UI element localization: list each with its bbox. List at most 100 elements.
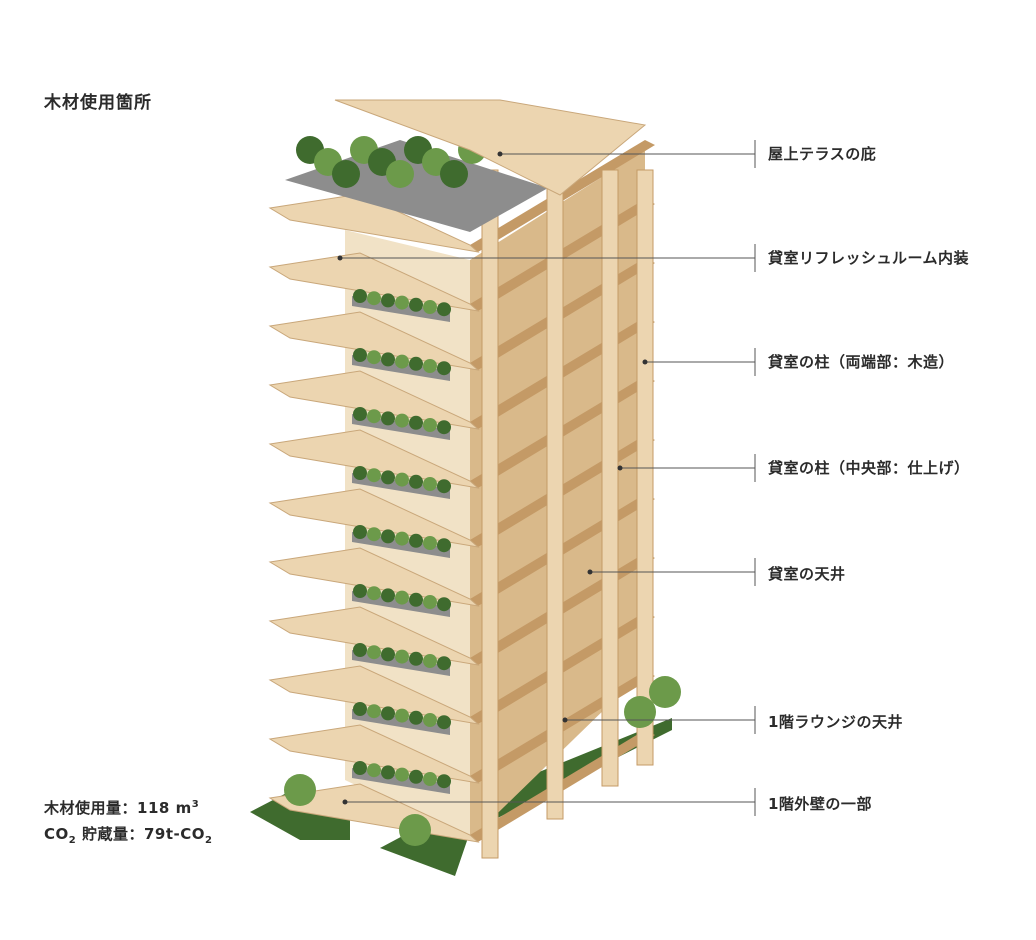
- planter-shrub: [381, 588, 395, 603]
- rooftop-tree: [440, 160, 468, 188]
- planter-shrub: [437, 361, 451, 376]
- planter-shrub: [437, 656, 451, 671]
- planter-shrub: [367, 704, 381, 719]
- balcony-slab: [268, 547, 480, 607]
- planter-shrub: [395, 354, 409, 369]
- planter-shrub: [353, 348, 367, 362]
- planter-shrub: [353, 466, 367, 480]
- rooftop-eaves: [334, 99, 647, 196]
- planter-shrub: [353, 761, 367, 775]
- planter-shrub: [367, 763, 381, 778]
- planter-shrub: [381, 411, 395, 426]
- timber-column: [601, 169, 619, 787]
- planter-shrub: [409, 356, 423, 371]
- wood-volume-line: 木材使用量：118 m3: [44, 799, 200, 817]
- leader-dot: [497, 151, 503, 157]
- planter-shrub: [423, 772, 437, 786]
- balcony-slab: [268, 488, 480, 548]
- planter-shrub: [367, 409, 381, 424]
- planter-shrub: [367, 468, 381, 483]
- planter-shrub: [409, 769, 423, 784]
- planter-shrub: [395, 649, 409, 664]
- planter-shrub: [395, 413, 409, 428]
- leader-dot: [337, 255, 343, 261]
- planter-shrub: [395, 295, 409, 310]
- balcony-slab: [268, 252, 480, 312]
- planter-shrub: [381, 647, 395, 662]
- planter-shrub: [353, 702, 367, 716]
- planter-shrub: [437, 774, 451, 789]
- planter-shrub: [353, 289, 367, 303]
- diagram-title: 木材使用箇所: [44, 93, 152, 113]
- planter-shrub: [437, 538, 451, 553]
- balcony-slab: [268, 370, 480, 430]
- label-refresh-room-interior: 貸室リフレッシュルーム内装: [768, 249, 970, 267]
- planter-shrub: [423, 359, 437, 373]
- planter-shrub: [437, 479, 451, 494]
- ground-tree: [399, 814, 431, 846]
- planter-shrub: [437, 420, 451, 435]
- label-lounge-ceiling: 1階ラウンジの天井: [768, 713, 903, 731]
- planter-shrub: [437, 597, 451, 612]
- planter-shrub: [353, 584, 367, 598]
- planter-shrub: [423, 418, 437, 432]
- ground-tree: [284, 774, 316, 806]
- planter-shrub: [353, 643, 367, 657]
- planter-shrub: [353, 525, 367, 539]
- planter-shrub: [409, 415, 423, 430]
- balcony-slab: [268, 665, 480, 725]
- planter-shrub: [423, 654, 437, 668]
- rooftop-tree: [332, 160, 360, 188]
- balcony-slab: [268, 429, 480, 489]
- ground-tree: [649, 676, 681, 708]
- planter-shrub: [409, 297, 423, 312]
- planter-shrub: [367, 586, 381, 601]
- planter-shrub: [367, 350, 381, 365]
- leader-dot: [562, 717, 568, 723]
- planter-shrub: [409, 533, 423, 548]
- planter-shrub: [381, 352, 395, 367]
- planter-shrub: [381, 293, 395, 308]
- label-exterior-wall: 1階外壁の一部: [768, 795, 872, 813]
- wood-stats: 木材使用量：118 m3 CO2 貯蔵量：79t-CO2: [44, 792, 212, 854]
- planter-shrub: [423, 300, 437, 314]
- planter-shrub: [395, 767, 409, 782]
- balcony-slab: [268, 606, 480, 666]
- planter-shrub: [423, 713, 437, 727]
- planter-shrub: [409, 474, 423, 489]
- leader-dot: [617, 465, 623, 471]
- planter-shrub: [423, 536, 437, 550]
- planter-shrub: [381, 765, 395, 780]
- leader-dot: [587, 569, 593, 575]
- planter-shrub: [409, 710, 423, 725]
- planter-shrub: [409, 651, 423, 666]
- planter-shrub: [423, 595, 437, 609]
- ground-tree: [624, 696, 656, 728]
- planter-shrub: [353, 407, 367, 421]
- planter-shrub: [395, 590, 409, 605]
- label-columns-ends: 貸室の柱（両端部：木造）: [768, 353, 955, 371]
- label-rooftop-eaves: 屋上テラスの庇: [768, 145, 877, 163]
- co2-storage-line: CO2 貯蔵量：79t-CO2: [44, 825, 213, 846]
- timber-column: [481, 169, 499, 859]
- planter-shrub: [423, 477, 437, 491]
- planter-shrub: [395, 708, 409, 723]
- planter-shrub: [381, 470, 395, 485]
- rooftop-tree: [386, 160, 414, 188]
- label-office-ceiling: 貸室の天井: [768, 565, 846, 583]
- planter-shrub: [367, 527, 381, 542]
- planter-shrub: [381, 529, 395, 544]
- planter-shrub: [367, 645, 381, 660]
- timber-column: [546, 169, 564, 820]
- planter-shrub: [409, 592, 423, 607]
- balcony-slab: [268, 724, 480, 784]
- leader-dot: [642, 359, 648, 365]
- label-columns-center: 貸室の柱（中央部：仕上げ）: [768, 459, 970, 477]
- planter-shrub: [395, 472, 409, 487]
- balcony-slab: [268, 311, 480, 371]
- planter-shrub: [437, 715, 451, 730]
- planter-shrub: [367, 291, 381, 306]
- leader-dot: [342, 799, 348, 805]
